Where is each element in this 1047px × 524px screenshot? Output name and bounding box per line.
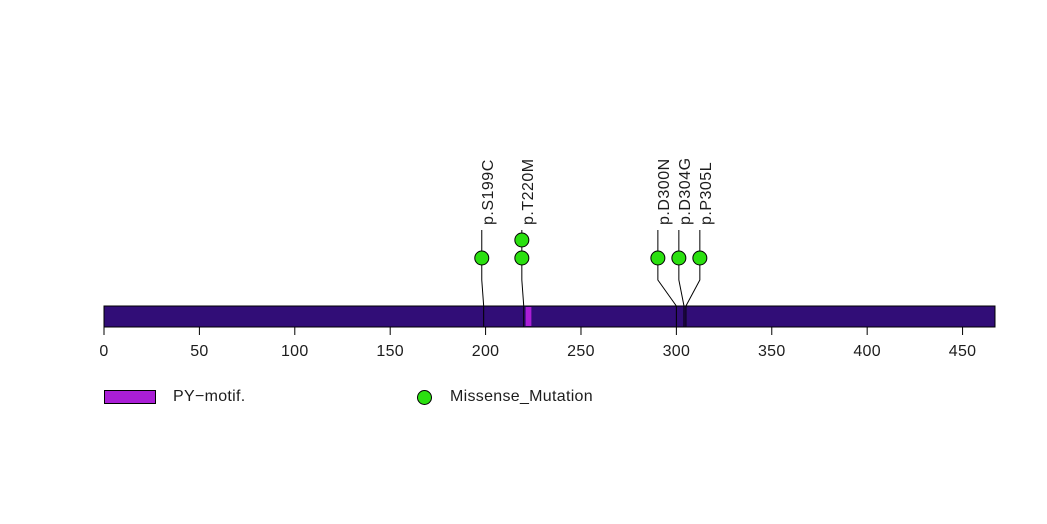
axis-tick-label: 300 <box>663 343 691 360</box>
mutation-label: p.S199C <box>480 159 497 225</box>
missense-mutation-swatch <box>417 389 432 405</box>
mutation-circle <box>671 250 687 266</box>
axis-tick-label: 0 <box>99 343 108 360</box>
protein-bar <box>103 305 996 328</box>
domain-py-motif- <box>525 307 532 326</box>
axis-tick-label: 400 <box>853 343 881 360</box>
mutation-label: p.D300N <box>656 158 673 225</box>
mutation-circle <box>692 250 708 266</box>
mutation-label: p.T220M <box>520 158 537 225</box>
mutation-circle <box>650 250 666 266</box>
axis-tick-label: 200 <box>472 343 500 360</box>
mutation-circle <box>474 250 490 266</box>
legend-item-py-motif: PY−motif. <box>104 388 246 406</box>
axis-tick-label: 450 <box>949 343 977 360</box>
legend-label-missense-mutation: Missense_Mutation <box>450 388 593 405</box>
axis-tick-label: 350 <box>758 343 786 360</box>
mutation-label: p.P305L <box>698 162 715 225</box>
legend-label-py-motif: PY−motif. <box>173 388 246 405</box>
py-motif-swatch <box>104 390 156 404</box>
mutation-circle <box>514 232 530 248</box>
axis-tick-label: 150 <box>376 343 404 360</box>
mutation-label: p.D304G <box>677 157 694 225</box>
axis-tick-label: 50 <box>190 343 208 360</box>
mutation-circle <box>514 250 530 266</box>
axis-tick-label: 100 <box>281 343 309 360</box>
axis-tick-label: 250 <box>567 343 595 360</box>
legend-item-missense-mutation: Missense_Mutation <box>417 388 593 406</box>
